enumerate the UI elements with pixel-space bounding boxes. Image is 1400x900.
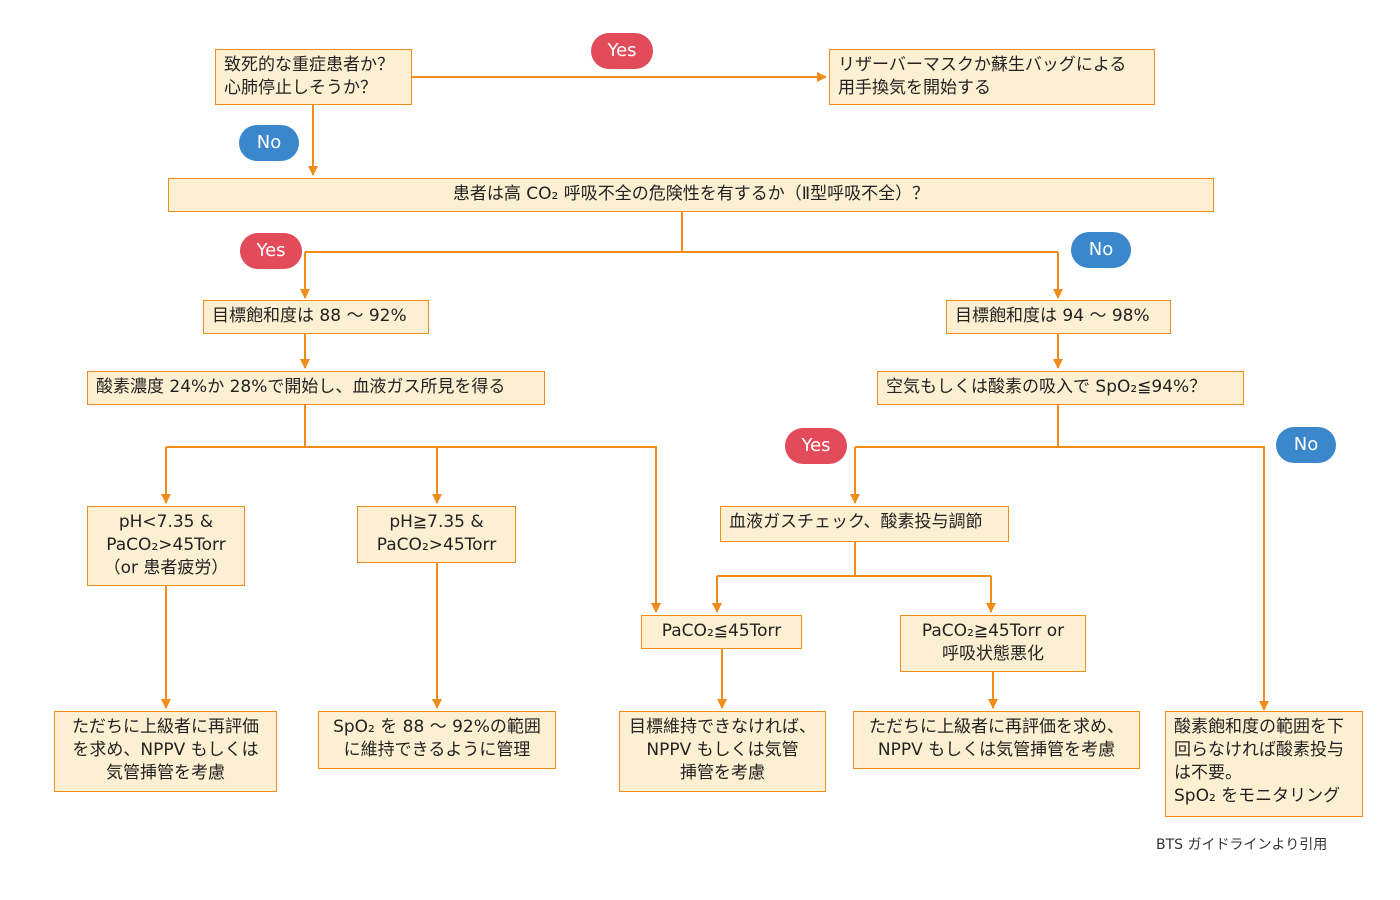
- outcome-reassess-box: ただちに上級者に再評価を求め、 NPPV もしくは気管挿管を考慮: [853, 711, 1140, 769]
- branch-gas: [717, 542, 856, 577]
- ph-low-box: pH<7.35 & PaCO₂>45Torr （or 患者疲労）: [87, 506, 245, 586]
- paco2-le-box: PaCO₂≦45Torr: [641, 615, 802, 649]
- no-label: No: [239, 125, 299, 161]
- yes-label: Yes: [240, 233, 302, 269]
- gas-check-box: 血液ガスチェック、酸素投与調節: [720, 506, 1009, 542]
- source-caption: BTS ガイドラインより引用: [1156, 837, 1328, 853]
- no-label: No: [1276, 427, 1336, 463]
- q2-box: 患者は高 CO₂ 呼吸不全の危険性を有するか（Ⅱ型呼吸不全）？: [168, 178, 1214, 212]
- outcome-nppv-box: 目標維持できなければ、 NPPV もしくは気管 挿管を考慮: [619, 711, 826, 792]
- target-low-box: 目標飽和度は 88 ～ 92%: [203, 300, 429, 334]
- yes-label: Yes: [785, 428, 847, 464]
- yes-label: Yes: [591, 33, 653, 69]
- oxygen-start-box: 酸素濃度 24%か 28%で開始し、血液ガス所見を得る: [87, 371, 545, 405]
- q1-box: 致死的な重症患者か？ 心肺停止しそうか？: [215, 49, 412, 105]
- target-high-box: 目標飽和度は 94 ～ 98%: [946, 300, 1171, 334]
- no-label: No: [1071, 232, 1131, 268]
- outcome-maintain-box: SpO₂ を 88 ～ 92%の範囲 に維持できるように管理: [318, 711, 556, 769]
- q3-box: 空気もしくは酸素の吸入で SpO₂≦94%？: [877, 371, 1244, 405]
- branch-oxygen: [166, 404, 306, 448]
- branch-q2: [305, 211, 683, 253]
- outcome-escalate-box: ただちに上級者に再評価 を求め、NPPV もしくは 気管挿管を考慮: [54, 711, 277, 792]
- paco2-ge-box: PaCO₂≧45Torr or 呼吸状態悪化: [900, 615, 1086, 672]
- branch-q3-right: [1058, 446, 1265, 708]
- branch-q3: [855, 404, 1059, 448]
- ph-high-box: pH≧7.35 & PaCO₂>45Torr: [357, 506, 516, 563]
- outcome-monitor-box: 酸素飽和度の範囲を下 回らなければ酸素投与 は不要。 SpO₂ をモニタリング: [1165, 711, 1363, 817]
- mask-box: リザーバーマスクか蘇生バッグによる 用手換気を開始する: [829, 49, 1155, 105]
- branch-oxygen-right: [305, 446, 657, 610]
